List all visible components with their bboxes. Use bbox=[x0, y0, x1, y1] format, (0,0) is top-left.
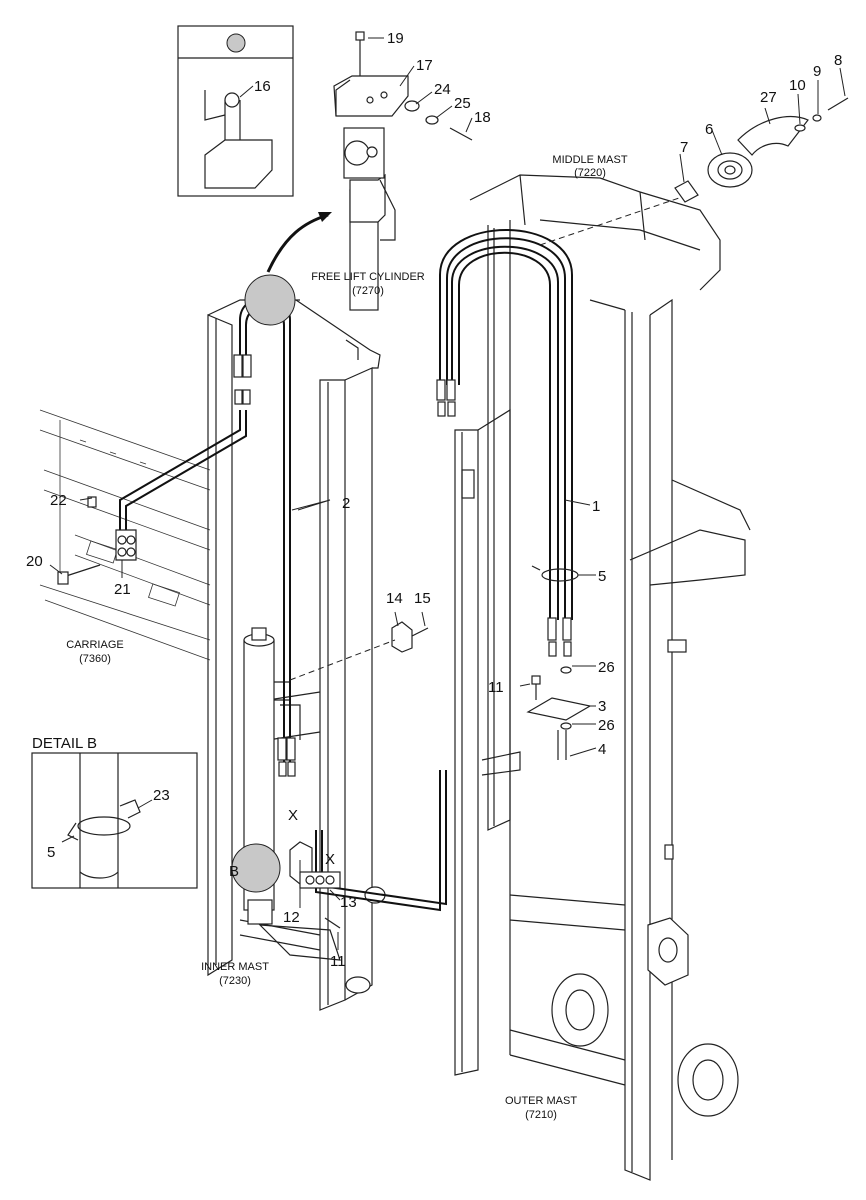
callout-arrow-head bbox=[318, 212, 332, 222]
part-number-23: 23 bbox=[153, 787, 170, 804]
sheave-assembly bbox=[539, 97, 849, 246]
label-detail-b: DETAIL B bbox=[32, 735, 97, 752]
middle-outer-mast-drawing bbox=[454, 174, 751, 1181]
label-free-lift-code: (7270) bbox=[352, 285, 384, 297]
label-mark-x-2: X bbox=[325, 851, 335, 868]
part-number-5: 5 bbox=[598, 568, 606, 585]
part-number-12: 12 bbox=[283, 909, 300, 926]
part-number-4: 4 bbox=[598, 741, 606, 758]
part-number-26-b: 26 bbox=[598, 717, 615, 734]
part-number-22: 22 bbox=[50, 492, 67, 509]
detail-b-box bbox=[31, 752, 198, 889]
part-number-16: 16 bbox=[254, 78, 271, 95]
label-outer-mast-code: (7210) bbox=[525, 1109, 557, 1121]
part-number-7: 7 bbox=[680, 139, 688, 156]
part-number-27: 27 bbox=[760, 89, 777, 106]
label-mark-x-1: X bbox=[288, 807, 298, 824]
label-outer-mast: OUTER MAST bbox=[505, 1095, 577, 1107]
part-number-18: 18 bbox=[474, 109, 491, 126]
magnifier-circle-top bbox=[244, 274, 296, 326]
connector-block-21 bbox=[57, 496, 137, 585]
part-number-1: 1 bbox=[592, 498, 600, 515]
label-carriage: CARRIAGE bbox=[66, 639, 123, 651]
part-number-9: 9 bbox=[813, 63, 821, 80]
clamp-part-14 bbox=[289, 621, 429, 681]
label-carriage-code: (7360) bbox=[79, 653, 111, 665]
carriage-drawing bbox=[39, 409, 211, 661]
part-number-17: 17 bbox=[416, 57, 433, 74]
label-middle-mast-code: (7220) bbox=[574, 167, 606, 179]
part-numbers: 1 2 3 4 5 5 6 7 8 9 10 11 11 12 13 14 15… bbox=[26, 30, 842, 970]
part-number-20: 20 bbox=[26, 553, 43, 570]
part-number-26-a: 26 bbox=[598, 659, 615, 676]
inner-mast-drawing bbox=[207, 299, 386, 1011]
part-number-21: 21 bbox=[114, 581, 131, 598]
magnifier-circle-b bbox=[231, 843, 281, 893]
part-number-24: 24 bbox=[434, 81, 451, 98]
leader-lines bbox=[49, 37, 846, 950]
plate-part-3 bbox=[526, 666, 592, 760]
part-number-3: 3 bbox=[598, 698, 606, 715]
callout-arrow bbox=[266, 213, 329, 273]
label-mark-b: B bbox=[229, 863, 239, 880]
part-number-6: 6 bbox=[705, 121, 713, 138]
part-number-13: 13 bbox=[340, 894, 357, 911]
part-number-2: 2 bbox=[342, 495, 350, 512]
detail-16-box bbox=[177, 25, 294, 197]
part-number-25: 25 bbox=[454, 95, 471, 112]
block-part-12-13 bbox=[289, 841, 341, 929]
part-number-14: 14 bbox=[386, 590, 403, 607]
hoses-part-1 bbox=[436, 229, 579, 657]
label-inner-mast-code: (7230) bbox=[219, 975, 251, 987]
label-inner-mast: INNER MAST bbox=[201, 961, 269, 973]
label-free-lift: FREE LIFT CYLINDER bbox=[311, 271, 425, 283]
part-number-15: 15 bbox=[414, 590, 431, 607]
part-number-11-a: 11 bbox=[488, 679, 504, 696]
part-number-5-detail: 5 bbox=[47, 844, 55, 861]
assembly-labels: MIDDLE MAST (7220) FREE LIFT CYLINDER (7… bbox=[32, 154, 628, 1121]
part-number-19: 19 bbox=[387, 30, 404, 47]
free-lift-cylinder-drawing bbox=[333, 31, 473, 311]
label-middle-mast: MIDDLE MAST bbox=[552, 154, 627, 166]
part-number-10: 10 bbox=[789, 77, 806, 94]
part-number-8: 8 bbox=[834, 52, 842, 69]
part-number-11-b: 11 bbox=[330, 953, 346, 970]
